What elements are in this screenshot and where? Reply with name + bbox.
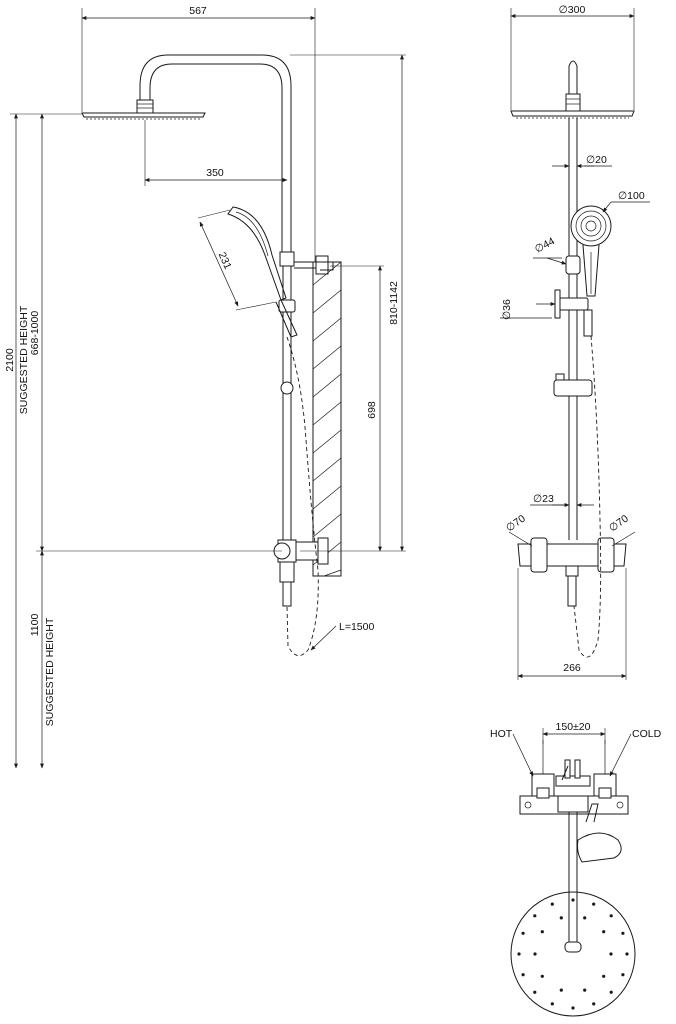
front-overhead-shower-head: [510, 60, 635, 119]
nozzle-dot: [571, 1006, 575, 1010]
top-hand-shower: [577, 803, 622, 863]
nozzle-dot: [621, 931, 625, 935]
front-riser-pipe: [568, 118, 578, 540]
top-riser: [564, 812, 582, 953]
nozzle-dot: [583, 988, 587, 992]
side-mixer-height-dimension: 1100: [29, 614, 41, 637]
side-dimensions: [10, 8, 406, 769]
side-bar-height-dimension: 810-1142: [388, 281, 400, 325]
front-mixer-width-dimension: 266: [563, 662, 581, 674]
nozzle-dot: [550, 902, 554, 906]
side-thermostatic-mixer: [273, 537, 329, 607]
side-total-height-dimension: 2100: [4, 348, 16, 372]
front-head-diameter: ∅300: [559, 4, 586, 16]
front-bar-diameter: ∅23: [533, 493, 554, 505]
top-mixer-body: [519, 740, 629, 815]
nozzle-dot: [533, 914, 537, 918]
nozzle-dot: [517, 952, 521, 956]
nozzle-dot: [621, 973, 625, 977]
nozzle-dot: [625, 952, 629, 956]
side-handshower-holder: [278, 299, 296, 395]
side-suggested-height-label-1: SUGGESTED HEIGHT: [18, 305, 30, 414]
front-left-handle-diameter: ∅70: [504, 513, 528, 535]
front-handshower-holder: [553, 255, 593, 397]
side-bar-length-dimension: 698: [366, 401, 378, 419]
top-nozzle-ring: [517, 898, 629, 1010]
nozzle-dot: [609, 914, 613, 918]
front-slider-diameter: ∅36: [501, 299, 513, 320]
side-view: 567 350 231 810-1142 698 2100 SUGGESTED …: [4, 5, 406, 769]
top-hot-label: HOT: [490, 728, 513, 740]
side-arm-dimension: 350: [206, 167, 224, 179]
side-overhead-shower-head: [81, 99, 206, 120]
front-holder-diameter: ∅44: [533, 235, 557, 255]
top-cold-label: COLD: [632, 728, 662, 740]
nozzle-dot: [602, 974, 606, 978]
front-handshower-diameter: ∅100: [618, 190, 645, 202]
top-view: HOT COLD 150±20: [490, 721, 662, 1017]
side-upper-wall-bracket: [279, 251, 334, 275]
nozzle-dot: [540, 930, 544, 934]
nozzle-dot: [550, 1002, 554, 1006]
front-flexible-hose: [573, 335, 602, 658]
front-dimensions: [500, 8, 650, 680]
nozzle-dot: [533, 952, 537, 956]
front-right-handle-diameter: ∅70: [607, 513, 631, 535]
side-wall-section: [312, 261, 342, 577]
side-hand-shower: [227, 206, 298, 338]
nozzle-dot: [592, 1002, 596, 1006]
side-suggested-range-dimension: 668-1000: [29, 311, 41, 356]
nozzle-dot: [602, 930, 606, 934]
nozzle-dot: [533, 990, 537, 994]
nozzle-dot: [609, 952, 613, 956]
front-hand-shower: [570, 205, 612, 297]
side-width-dimension: 567: [189, 5, 207, 17]
side-overhead-arm: [139, 54, 292, 258]
nozzle-dot: [571, 898, 575, 902]
side-handshower-dimension: 231: [216, 250, 234, 271]
nozzle-dot: [521, 931, 525, 935]
nozzle-dot: [540, 974, 544, 978]
top-dimensions: [512, 728, 632, 777]
nozzle-dot: [559, 988, 563, 992]
top-center-distance: 150±20: [556, 721, 591, 733]
nozzle-dot: [609, 990, 613, 994]
side-hose-length-label: L=1500: [339, 621, 374, 633]
front-pipe-diameter: ∅20: [586, 154, 607, 166]
nozzle-dot: [592, 902, 596, 906]
top-overhead-head: [510, 891, 636, 1017]
nozzle-dot: [583, 916, 587, 920]
nozzle-dot: [559, 916, 563, 920]
nozzle-dot: [521, 973, 525, 977]
front-view: ∅300 ∅20 ∅100 ∅44 ∅36 ∅23 ∅70 ∅70 266: [500, 4, 650, 680]
front-thermostatic-mixer: [517, 537, 627, 607]
side-suggested-height-label-2: SUGGESTED HEIGHT: [44, 617, 56, 726]
side-flexible-hose: [286, 336, 319, 656]
